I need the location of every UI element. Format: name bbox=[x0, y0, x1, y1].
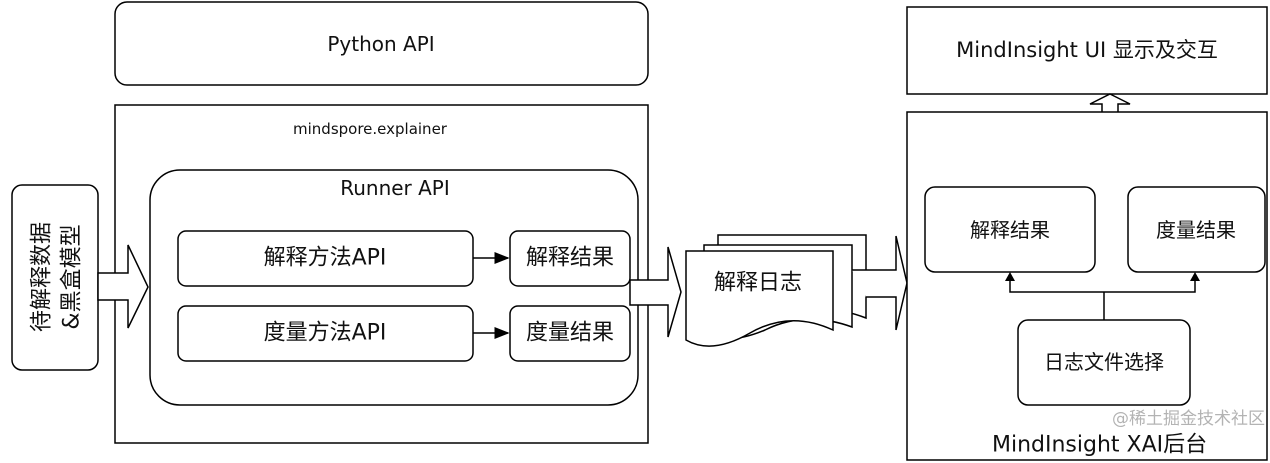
python-api-box: Python API bbox=[114, 1, 649, 86]
explainer-label: mindspore.explainer bbox=[293, 120, 448, 138]
metric-result-label: 度量结果 bbox=[526, 321, 614, 346]
metric-method-label: 度量方法API bbox=[264, 321, 387, 346]
explain-result-box bbox=[509, 230, 631, 287]
mindinsight-ui-label: MindInsight UI 显示及交互 bbox=[956, 38, 1218, 62]
backend-metric-result-box bbox=[1127, 186, 1266, 273]
metric-result-box bbox=[509, 305, 631, 362]
input-box: 待解释数据 &黑盒模型 bbox=[11, 184, 99, 371]
log-label: 解释日志 bbox=[714, 271, 802, 296]
explain-method-label: 解释方法API bbox=[264, 246, 387, 271]
explain-result-label: 解释结果 bbox=[526, 246, 614, 271]
runner-api-label: Runner API bbox=[340, 176, 450, 200]
input-flow-arrow bbox=[97, 244, 149, 329]
mindinsight-backend-box: 解释结果 度量结果 日志文件选择 @稀土掘金技术社区 MindInsight X… bbox=[906, 111, 1268, 461]
input-line2: &黑盒模型 bbox=[60, 224, 85, 329]
watermark: @稀土掘金技术社区 bbox=[1112, 409, 1265, 429]
backend-explain-result-label: 解释结果 bbox=[970, 218, 1050, 242]
backend-metric-result-label: 度量结果 bbox=[1156, 218, 1236, 242]
mindinsight-ui-box: MindInsight UI 显示及交互 bbox=[906, 6, 1268, 95]
backend-label: MindInsight XAI后台 bbox=[992, 433, 1207, 458]
runner-api-box: Runner API 解释方法API 解释结果 度量方法API 度量结果 bbox=[149, 169, 639, 406]
python-api-label: Python API bbox=[327, 32, 434, 56]
log-select-label: 日志文件选择 bbox=[1044, 350, 1164, 374]
input-line1: 待解释数据 bbox=[30, 222, 55, 332]
log-documents: 解释日志 bbox=[685, 234, 867, 347]
runner-to-log-arrow bbox=[629, 246, 682, 338]
